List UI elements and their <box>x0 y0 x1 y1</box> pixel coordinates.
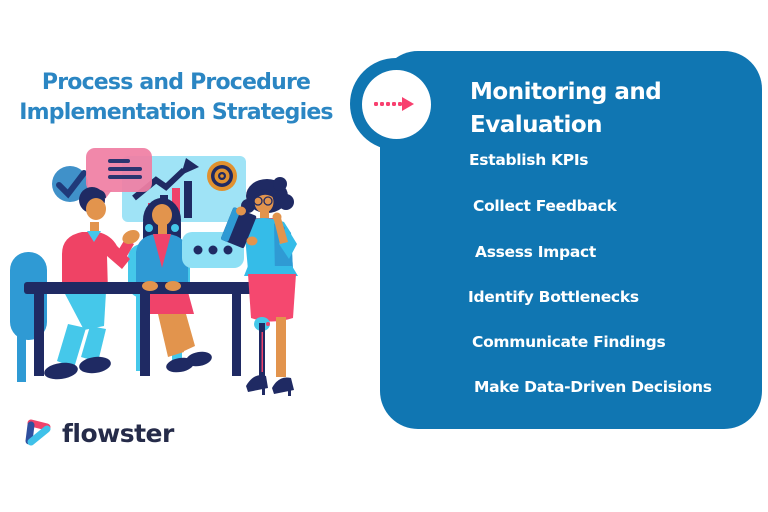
panel-item-communicate-findings: Communicate Findings <box>472 333 666 351</box>
panel-heading: Monitoring and Evaluation <box>470 79 662 138</box>
person-woman-sitting <box>136 198 212 373</box>
logo-text: flowster <box>62 418 174 448</box>
dotted-arrow-right-icon <box>374 94 418 114</box>
panel-badge-circle <box>362 70 431 139</box>
panel-item-assess-impact: Assess Impact <box>475 243 596 261</box>
flowster-logo: flowster <box>22 416 174 450</box>
person-woman-standing <box>221 177 298 396</box>
meeting-table <box>24 282 252 376</box>
target-icon <box>207 161 237 191</box>
hand-on-table <box>165 281 181 291</box>
flowster-triangle-logo-icon <box>25 419 51 446</box>
person-man-sitting <box>44 187 140 380</box>
notebook <box>221 207 257 249</box>
page-title-line2: Implementation Strategies <box>19 99 333 125</box>
hand-on-table <box>142 281 158 291</box>
panel-item-data-driven-decisions: Make Data-Driven Decisions <box>474 378 712 396</box>
panel-item-identify-bottlenecks: Identify Bottlenecks <box>468 288 639 306</box>
panel-item-establish-kpis: Establish KPIs <box>469 151 589 169</box>
monitoring-panel <box>380 51 762 429</box>
meeting-illustration <box>10 148 298 396</box>
panel-item-collect-feedback: Collect Feedback <box>473 197 617 215</box>
page-title-line1: Process and Procedure <box>41 70 311 95</box>
page-title: Process and Procedure Implementation Str… <box>2 68 350 127</box>
checkmark-icon <box>52 166 88 202</box>
chat-bubble-icon <box>86 148 152 206</box>
